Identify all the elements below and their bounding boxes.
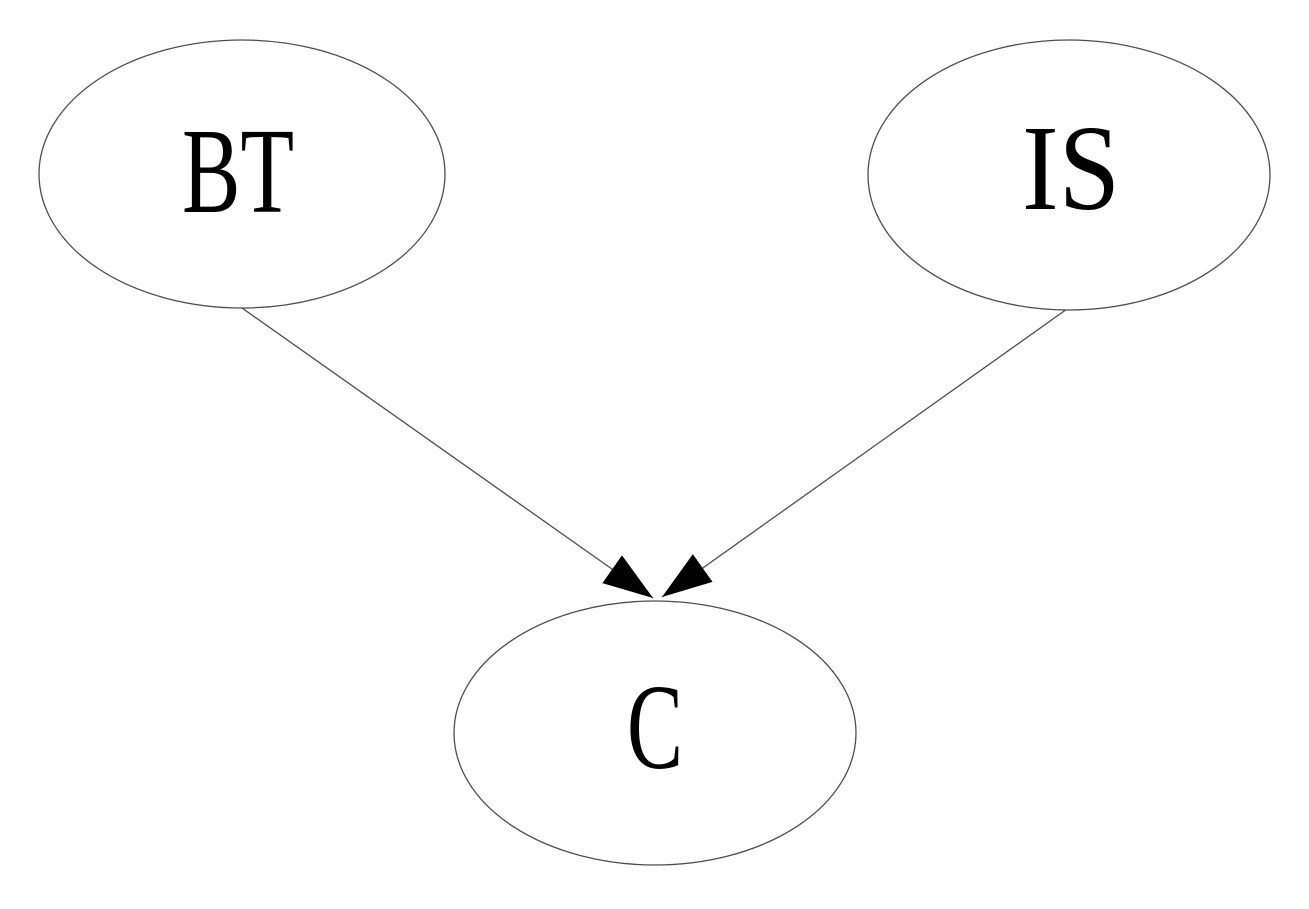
edge-bt-to-c <box>241 307 654 599</box>
node-bt: BT <box>38 39 446 309</box>
node-is: IS <box>867 39 1271 311</box>
node-c-ellipse <box>453 600 857 866</box>
node-is-label: IS <box>1022 101 1120 236</box>
node-is-ellipse <box>867 39 1271 311</box>
node-c-label: C <box>627 660 683 795</box>
node-bt-ellipse <box>38 39 446 309</box>
node-c: C <box>453 600 857 866</box>
node-bt-label: BT <box>182 104 294 239</box>
edge-is-to-c <box>661 308 1068 598</box>
